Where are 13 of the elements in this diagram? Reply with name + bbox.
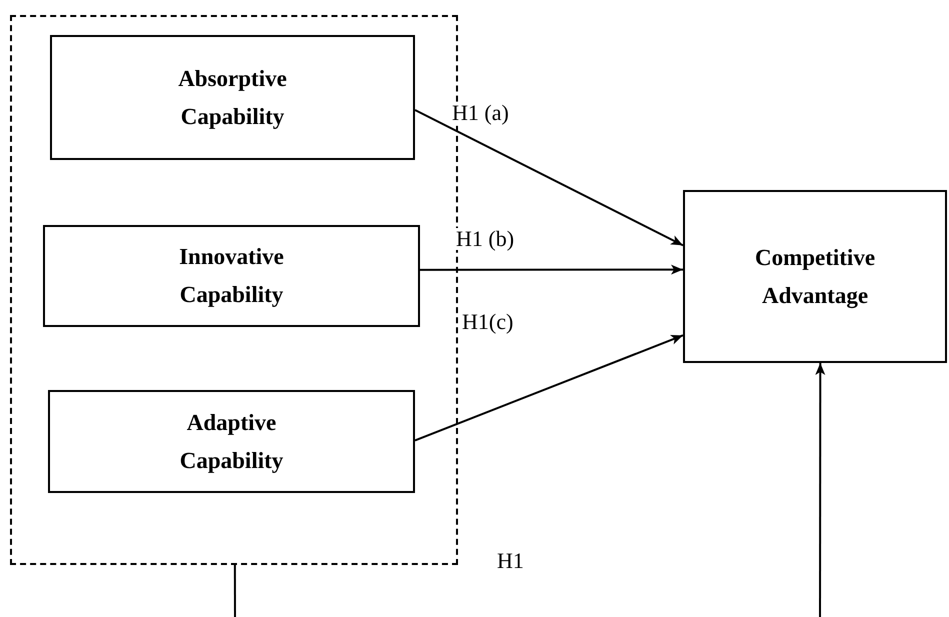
arrow xyxy=(414,334,684,442)
construct-box xyxy=(48,390,415,493)
box-label: Competitive Advantage xyxy=(754,244,876,310)
box-label: Adaptive Capability xyxy=(178,408,284,475)
arrow xyxy=(414,109,684,246)
construct-box xyxy=(50,35,415,160)
box-label: Absorptive Capability xyxy=(177,64,288,131)
arrow xyxy=(815,363,826,617)
construct-box xyxy=(43,225,420,327)
arrow xyxy=(420,264,683,275)
hypothesis-label: H1 xyxy=(497,550,524,572)
box-label: Innovative Capability xyxy=(178,243,285,309)
construct-box xyxy=(683,190,947,363)
